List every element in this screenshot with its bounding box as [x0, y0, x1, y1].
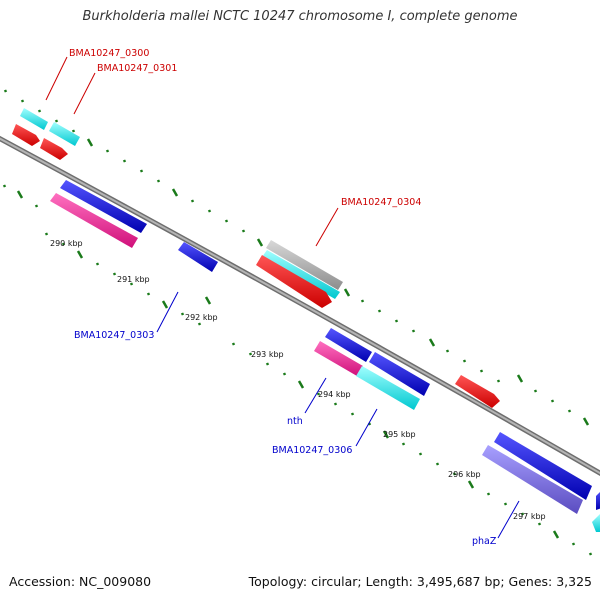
gene-pink-long[interactable]: [50, 193, 138, 248]
gene-bma10247-0301[interactable]: [49, 122, 80, 146]
map-title: Burkholderia mallei NCTC 10247 chromosom…: [82, 9, 518, 24]
gene-label-nth[interactable]: nth: [287, 416, 303, 427]
kbp-label-293: 293 kbp: [251, 350, 284, 359]
gene-red-right[interactable]: [455, 375, 500, 408]
gene-bma10247-0306[interactable]: [356, 366, 420, 410]
gene-label-bma10247-0306[interactable]: BMA10247_0306: [272, 445, 352, 456]
kbp-label-296: 296 kbp: [448, 470, 481, 479]
upper-tick-row: [3, 89, 590, 426]
kbp-label-294: 294 kbp: [318, 390, 351, 399]
gene-blue-right[interactable]: [494, 432, 592, 500]
gene-label-bma10247-0304[interactable]: BMA10247_0304: [341, 197, 421, 208]
gene-label-bma10247-0303[interactable]: BMA10247_0303: [74, 330, 154, 341]
gene-blue-mid-a[interactable]: [325, 328, 372, 362]
kbp-label-295: 295 kbp: [383, 430, 416, 439]
gene-bma10247-0304[interactable]: [256, 255, 332, 308]
kbp-label-290: 290 kbp: [50, 239, 83, 248]
gene-blue-long[interactable]: [60, 180, 147, 233]
gene-gray[interactable]: [266, 240, 343, 290]
kbp-label-297: 297 kbp: [513, 512, 546, 521]
gene-features[interactable]: [12, 108, 600, 532]
gene-bma10247-0300[interactable]: [20, 108, 48, 130]
chromosome-backbone: [0, 135, 600, 477]
gene-label-phaZ[interactable]: phaZ: [472, 536, 497, 547]
gene-edge-cyan[interactable]: [592, 514, 600, 532]
gene-label-bma10247-0300[interactable]: BMA10247_0300: [69, 48, 149, 59]
gene-bma10247-0303[interactable]: [178, 242, 218, 272]
kbp-label-292: 292 kbp: [185, 313, 218, 322]
gene-label-bma10247-0301[interactable]: BMA10247_0301: [97, 63, 177, 74]
gene-red-b[interactable]: [40, 138, 68, 160]
genome-summary-text: Topology: circular; Length: 3,495,687 bp…: [248, 574, 592, 589]
gene-edge-blue[interactable]: [596, 490, 600, 510]
gene-blue-mid-b[interactable]: [369, 352, 430, 396]
lower-tick-row: [2, 184, 593, 556]
label-leader-lines: [45, 56, 520, 539]
accession-text: Accession: NC_009080: [9, 574, 152, 589]
gene-cyan-mid[interactable]: [262, 250, 340, 299]
gene-red-a[interactable]: [12, 124, 40, 146]
gene-phaZ[interactable]: [482, 445, 583, 514]
gene-nth[interactable]: [314, 341, 363, 376]
kbp-label-291: 291 kbp: [117, 275, 150, 284]
